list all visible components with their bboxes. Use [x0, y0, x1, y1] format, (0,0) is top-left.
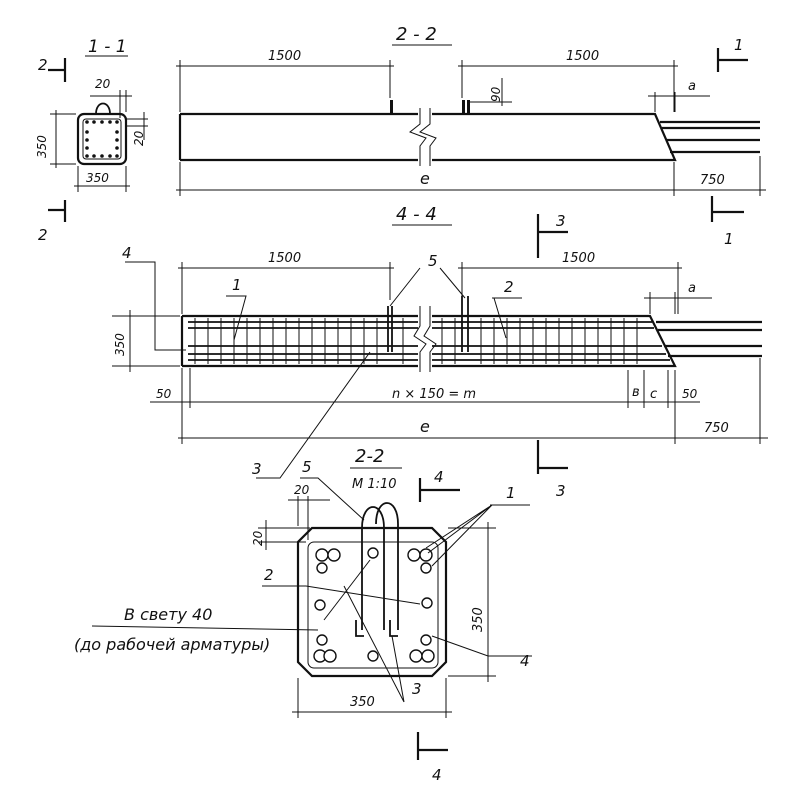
detail-pos-5: 5 [302, 458, 312, 476]
section-1-1-width: 350 [86, 171, 109, 185]
elev-angle: 90 [489, 86, 503, 102]
detail-note-line2: (до рабочей арматуры) [74, 635, 270, 654]
cut-label-2-top: 2 [38, 56, 48, 74]
section-4-4-title: 4 - 4 [396, 204, 437, 225]
reinf-overhang: 750 [704, 421, 729, 436]
reinf-dim-c: c [650, 387, 657, 402]
detail-pos-1: 1 [506, 484, 516, 502]
cut-label-2-bottom: 2 [38, 226, 48, 244]
section-2-2-detail: 2-2 M 1:10 4 4 20 [74, 446, 532, 784]
detail-width: 350 [350, 695, 375, 710]
cut-label-3-bottom: 3 [556, 482, 566, 500]
section-1-1-cover-top: 20 [95, 77, 111, 91]
detail-cover-side: 20 [294, 483, 310, 497]
reinf-right-length: 1500 [562, 251, 595, 266]
detail-pos-4: 4 [520, 652, 530, 670]
detail-pos-2: 2 [264, 566, 274, 584]
section-1-1-height: 350 [35, 135, 49, 158]
reinf-pos-4: 4 [122, 244, 132, 262]
cut-label-3-top: 3 [556, 212, 566, 230]
detail-title: 2-2 [355, 446, 384, 467]
section-2-2-title: 2 - 2 [396, 24, 437, 45]
elev-total: e [420, 169, 430, 188]
elev-dim-a: a [688, 79, 696, 94]
reinf-left-length: 1500 [268, 251, 301, 266]
section-1-1-cover-side: 20 [132, 130, 146, 146]
reinf-pos-1: 1 [232, 276, 242, 294]
detail-height: 350 [471, 607, 486, 632]
elev-right-length: 1500 [566, 49, 599, 64]
reinf-total: e [420, 417, 430, 436]
reinf-pos-3: 3 [252, 460, 262, 478]
cut-label-4-bottom: 4 [432, 766, 442, 784]
detail-pos-3: 3 [412, 680, 422, 698]
detail-cover-top: 20 [251, 530, 265, 546]
reinf-right-margin: 50 [682, 387, 698, 401]
reinf-spacing: n × 150 = m [392, 387, 476, 402]
reinf-pos-5: 5 [428, 252, 438, 270]
reinf-dim-b: в [632, 385, 640, 400]
cut-label-1-bottom: 1 [724, 230, 734, 248]
elev-left-length: 1500 [268, 49, 301, 64]
section-1-1-title: 1 - 1 [88, 37, 127, 57]
reinf-dim-a: a [688, 281, 696, 296]
section-1-1: 1 - 1 2 2 350 350 20 20 [35, 37, 148, 244]
elev-overhang: 750 [700, 173, 725, 188]
section-2-2-elevation: 2 - 2 1500 1500 90 a [176, 24, 766, 248]
detail-note-line1: В свету 40 [124, 605, 212, 624]
reinf-left-margin: 50 [156, 387, 172, 401]
reinf-height: 350 [113, 333, 127, 356]
cut-label-4-top: 4 [434, 468, 444, 486]
section-4-4-elevation: 4 - 4 3 3 [112, 204, 768, 500]
cut-label-1-top: 1 [734, 36, 744, 54]
reinf-pos-2: 2 [504, 278, 514, 296]
detail-scale: M 1:10 [352, 477, 397, 492]
